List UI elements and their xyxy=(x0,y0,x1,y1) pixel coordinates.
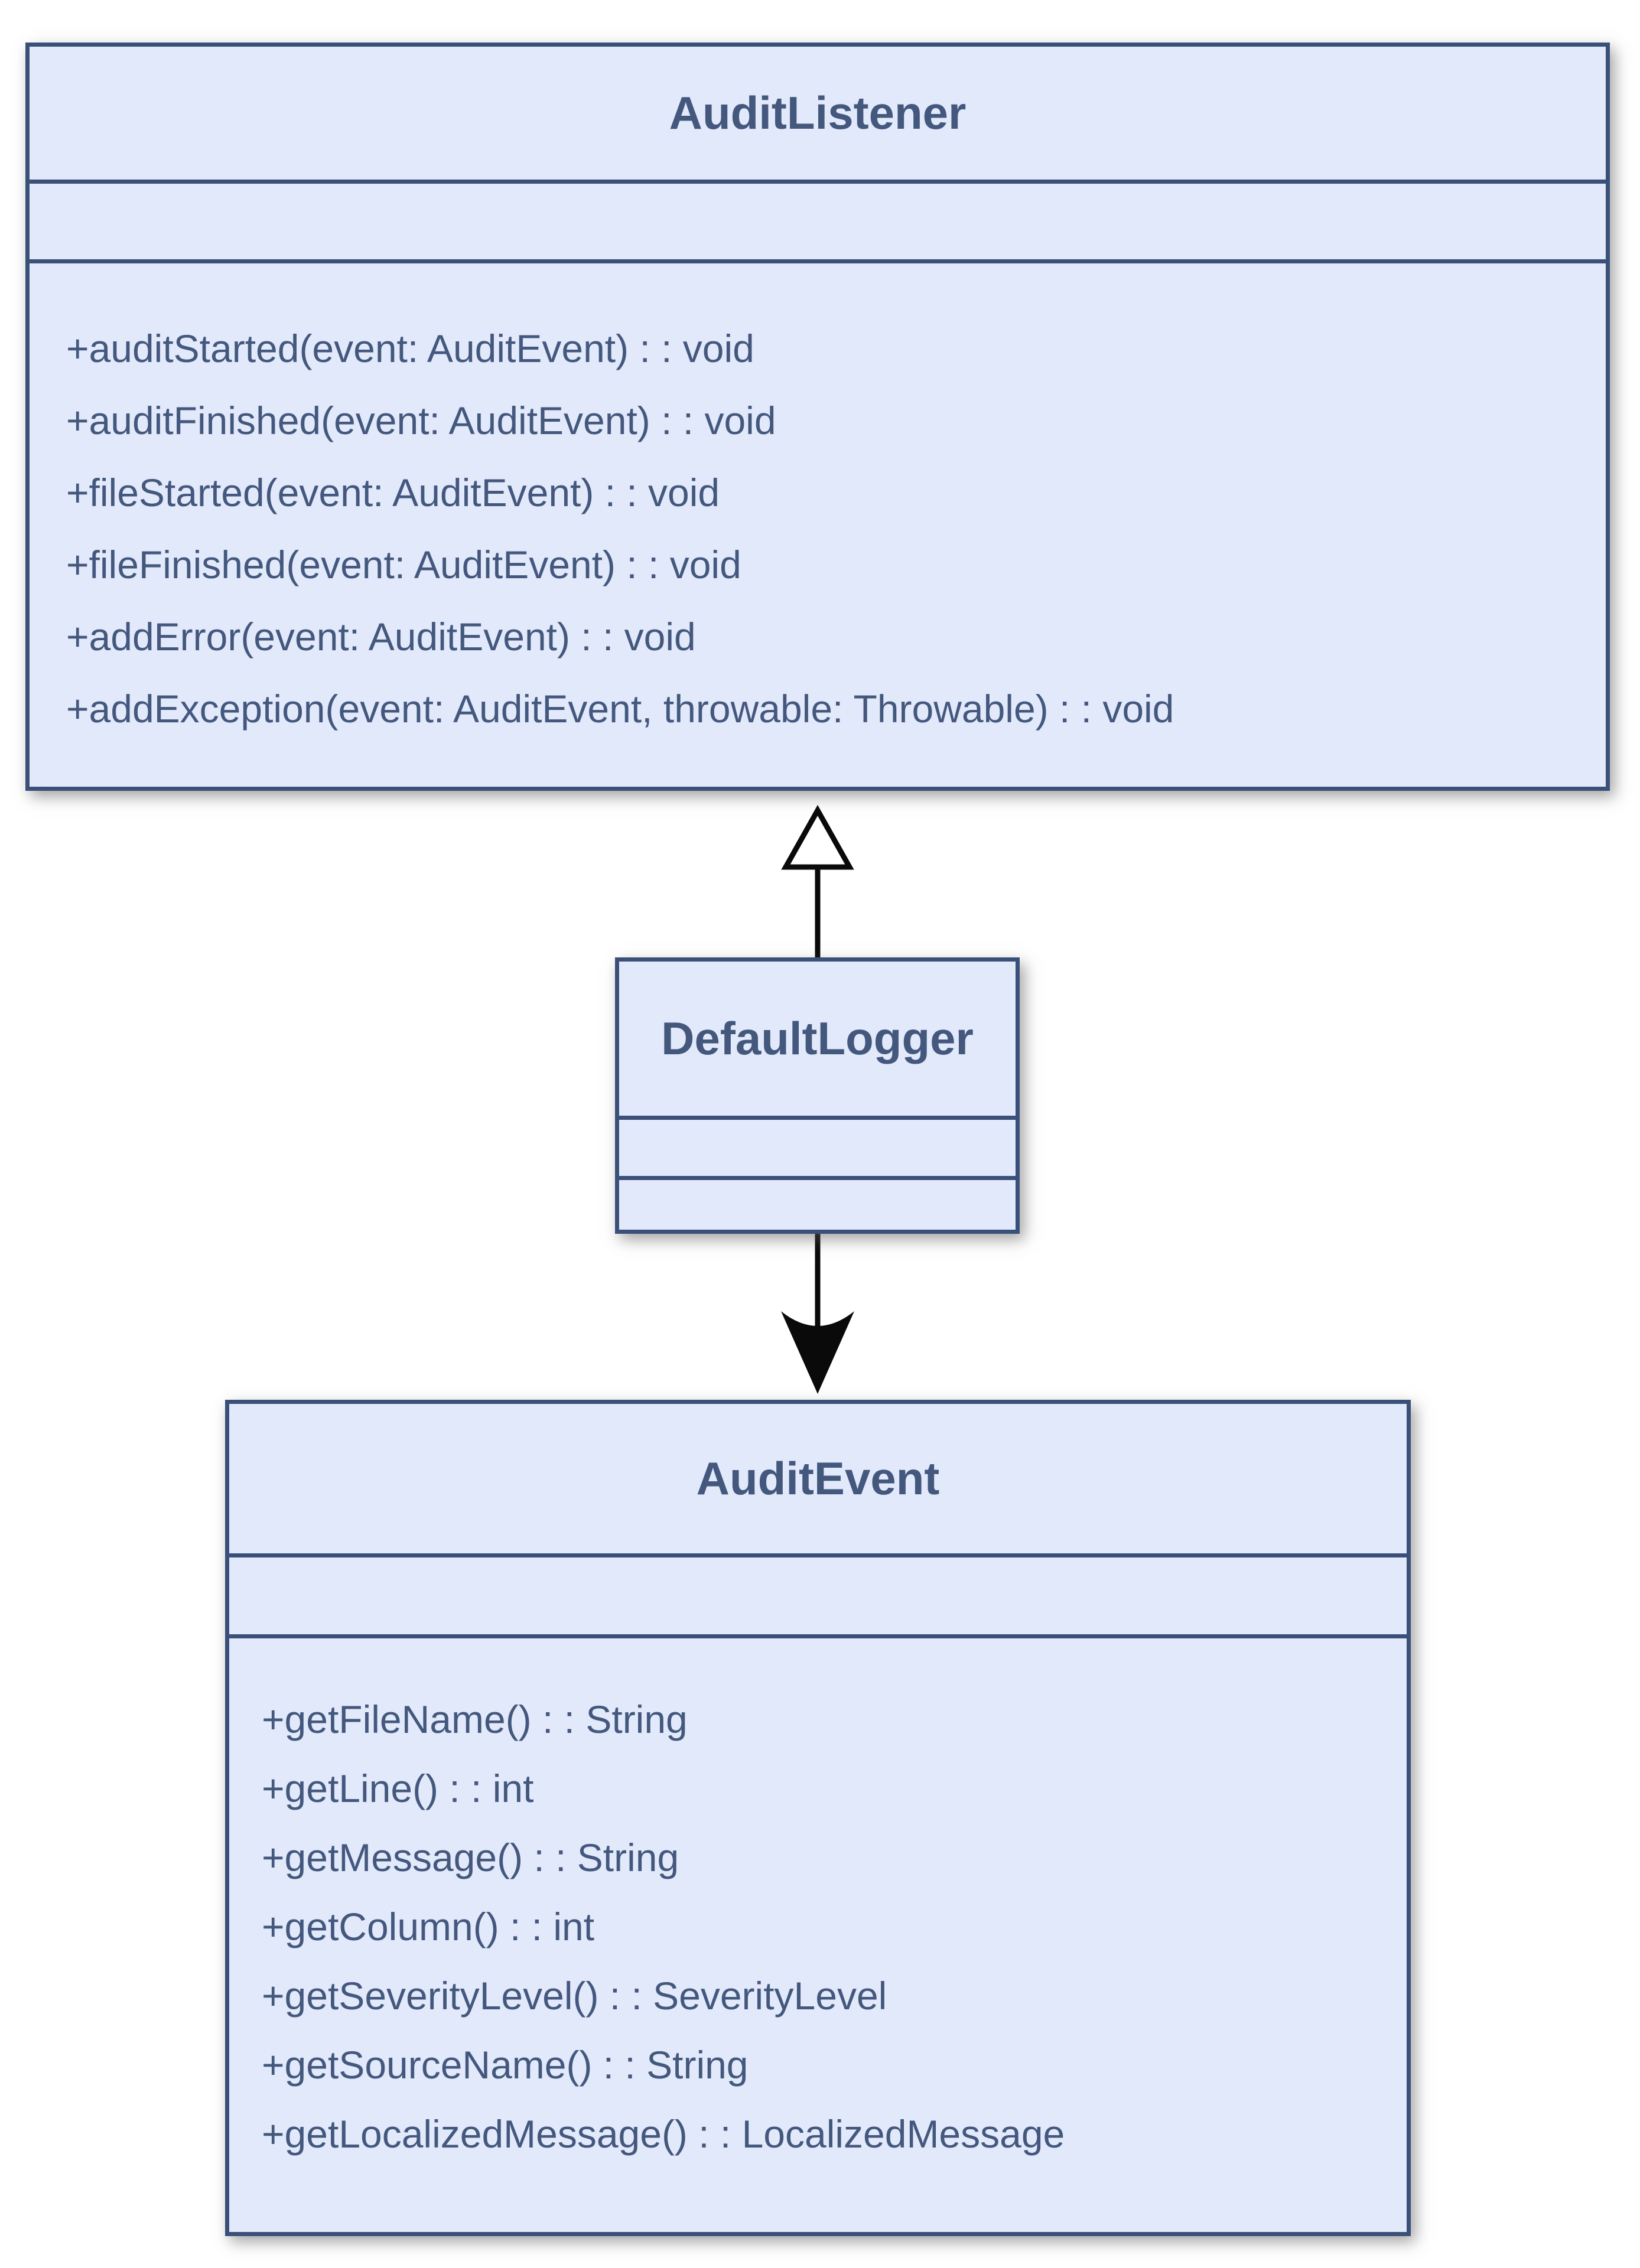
method-row: +getColumn() : : int xyxy=(262,1905,595,1948)
method-row: +auditStarted(event: AuditEvent) : : voi… xyxy=(66,327,754,370)
method-row: +getSourceName() : : String xyxy=(262,2043,749,2087)
generalization-edge xyxy=(781,804,854,960)
compartment-divider xyxy=(30,180,1606,184)
compartment-divider xyxy=(619,1116,1016,1120)
method-row: +getMessage() : : String xyxy=(262,1836,679,1879)
methods-compartment xyxy=(619,1180,1016,1230)
association-edge xyxy=(781,1231,854,1394)
hollow-triangle-arrowhead-icon xyxy=(781,804,854,870)
methods-compartment: +getFileName() : : String +getLine() : :… xyxy=(229,1638,1407,2232)
class-box-auditevent: AuditEvent +getFileName() : : String +ge… xyxy=(225,1400,1411,2236)
compartment-divider xyxy=(30,259,1606,263)
attributes-compartment xyxy=(30,184,1606,259)
method-row: +getSeverityLevel() : : SeverityLevel xyxy=(262,1974,887,2018)
open-arrowhead-icon xyxy=(781,1311,854,1394)
method-row: +auditFinished(event: AuditEvent) : : vo… xyxy=(66,399,776,442)
compartment-divider xyxy=(229,1634,1407,1638)
attributes-compartment xyxy=(229,1557,1407,1634)
compartment-divider xyxy=(229,1553,1407,1557)
methods-compartment: +auditStarted(event: AuditEvent) : : voi… xyxy=(30,263,1606,787)
class-title: DefaultLogger xyxy=(661,1012,974,1064)
method-row: +getLine() : : int xyxy=(262,1767,534,1810)
method-row: +getLocalizedMessage() : : LocalizedMess… xyxy=(262,2112,1065,2156)
method-row: +fileFinished(event: AuditEvent) : : voi… xyxy=(66,543,741,586)
method-row: +addError(event: AuditEvent) : : void xyxy=(66,615,696,659)
compartment-divider xyxy=(619,1176,1016,1180)
class-box-auditlistener: AuditListener +auditStarted(event: Audit… xyxy=(25,43,1610,791)
attributes-compartment xyxy=(619,1120,1016,1176)
method-row: +addException(event: AuditEvent, throwab… xyxy=(66,687,1174,731)
method-row: +fileStarted(event: AuditEvent) : : void xyxy=(66,471,720,514)
class-title: AuditEvent xyxy=(696,1452,940,1504)
class-title: AuditListener xyxy=(669,87,967,139)
class-box-defaultlogger: DefaultLogger xyxy=(615,957,1020,1234)
method-row: +getFileName() : : String xyxy=(262,1697,688,1741)
